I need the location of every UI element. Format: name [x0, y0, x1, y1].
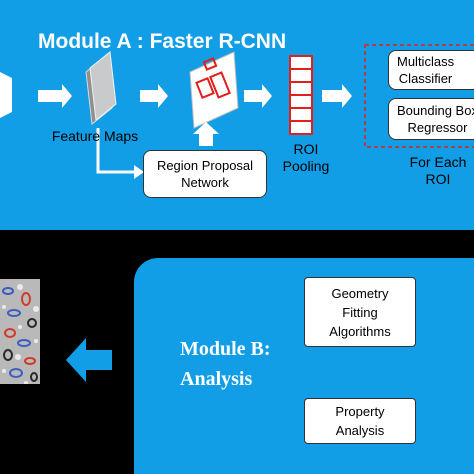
heads-dashed-frame [364, 44, 474, 148]
property-analysis-box: Property Analysis [304, 398, 416, 444]
feature-maps-label: Feature Maps [51, 128, 139, 144]
geometry-fitting-box: Geometry Fitting Algorithms [304, 277, 416, 347]
feature-map-sheet [89, 51, 117, 121]
feature-to-rpn-line [96, 128, 134, 174]
input-image-stub [0, 72, 12, 118]
proposal-box-1 [202, 57, 218, 71]
arrow-input-to-feature [38, 84, 72, 108]
arrow-roi-to-classifier [322, 84, 352, 108]
module-a-title: Module A : Faster R-CNN [38, 30, 287, 53]
proposal-sheet [189, 51, 239, 129]
return-arrow [66, 338, 112, 382]
feature-to-rpn-head [134, 165, 144, 179]
microscopy-thumbnail [0, 279, 40, 384]
module-b-title: Module B: Analysis [180, 338, 271, 390]
arrow-feature-to-proposal [140, 84, 168, 108]
rpn-to-proposal-arrow [193, 122, 219, 146]
roi-pooling-label: ROI Pooling [282, 141, 330, 174]
proposal-box-2 [195, 77, 215, 99]
arrow-proposal-to-roi [244, 84, 272, 108]
proposal-box-3 [209, 71, 231, 99]
for-each-roi-label: For Each ROI [409, 154, 467, 187]
